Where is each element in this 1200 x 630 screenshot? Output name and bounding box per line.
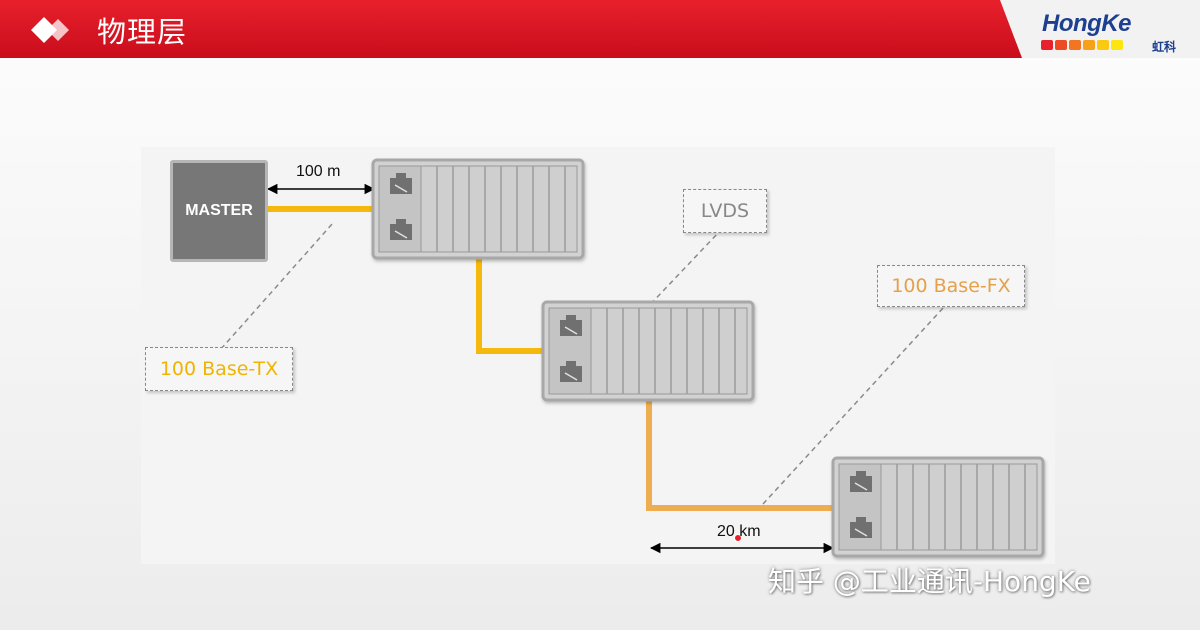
leader-line-tx [220,222,334,350]
network-diagram: MASTER 100 m 20 km 100 Base-TX LVDS 100 … [141,147,1055,564]
brand-name: HongKe [1042,10,1132,37]
port-icon [560,315,582,336]
cable-device-2-to-device-3 [646,375,837,511]
brand-color-dots [1041,40,1123,50]
diagram-drawing [220,158,1045,558]
device-3 [831,456,1045,558]
port-icon [390,219,412,240]
cable-device-1-to-device-2 [476,235,547,354]
brand-logo: HongKe 虹科 [1000,0,1200,58]
port-icon [390,173,412,194]
title-bar: 物理层 HongKe 虹科 [0,0,1200,58]
label-100-base-tx: 100 Base-TX [145,347,293,391]
distance-label-100m: 100 m [296,163,341,180]
port-icon [560,361,582,382]
distance-label-20km: 20 km [717,523,761,540]
master-node: MASTER [170,160,268,262]
port-icon [850,517,872,538]
label-100-base-fx: 100 Base-FX [877,265,1025,307]
device-1 [371,158,585,260]
device-2 [541,300,755,402]
pointer-dot [734,534,742,542]
brand-subtitle: 虹科 [1152,40,1177,54]
diamond-logo-icon [31,17,69,43]
page-title: 物理层 [97,15,188,49]
watermark: 知乎 @工业通讯-HongKe [768,565,1091,598]
port-icon [850,471,872,492]
label-lvds: LVDS [683,189,767,233]
